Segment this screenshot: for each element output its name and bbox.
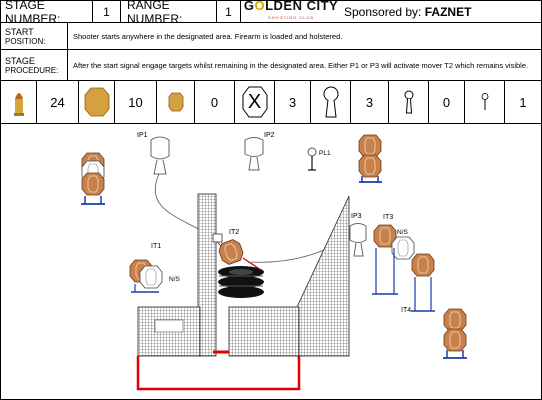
stage-procedure-label: STAGE PROCEDURE: [1,50,68,80]
right-mesh-wall [228,306,300,357]
label-pl1: PL1 [319,150,331,157]
target-group-it3 [372,224,435,312]
mini-paper-count: 0 [195,81,235,123]
mini-poppers-count: 1 [519,94,527,110]
no-shoots-count: 3 [275,81,311,123]
label-it3: IT3 [383,214,393,221]
shooting-area-boundary [136,356,301,391]
mover-track [242,257,262,271]
stage-diagram: IP1 IP2 PL1 IP3 IT2 IT1 N/S IT3 N/S IT4 [81,132,467,391]
header-row: STAGE NUMBER: 1 RANGE NUMBER: 1 GOLDEN C… [1,0,541,26]
procedure-label-line2: PROCEDURE: [5,65,59,75]
procedure-label-line1: STAGE [5,55,35,66]
logo-text-o: O [254,0,266,13]
start-position-label: START POSITION: [1,23,68,49]
stage-procedure-row: STAGE PROCEDURE: After the start signal … [1,50,541,81]
popper-ip3 [349,223,367,257]
target-group-top-right [358,134,382,183]
stage-number-label: STAGE NUMBER: [1,0,93,26]
logo-text-rest: LDEN CITY [265,0,339,13]
label-it4: IT4 [401,307,411,314]
label-ip2: IP2 [264,132,275,139]
range-number-value: 1 [217,1,241,22]
club-logo: GOLDEN CITY SHOOTING CLUB [241,0,341,22]
center-mesh-wall [197,193,217,357]
no-shoot-icon: X [235,81,275,123]
range-number-label: RANGE NUMBER: [121,0,217,26]
rounds-count: 24 [37,81,79,123]
sponsor-label: Sponsored by: [344,4,422,19]
target-group-bottom-right [443,308,467,359]
logo-text-g: G [243,0,255,13]
label-it1: IT1 [151,243,161,250]
label-it2: IT2 [229,229,239,236]
target-group-it1 [129,259,163,293]
start-position-row: START POSITION: Shooter starts anywhere … [1,23,541,50]
start-label-line1: START [5,26,34,37]
logo-subtitle: SHOOTING CLUB [267,14,315,20]
start-label-line2: POSITION: [5,36,46,46]
port-window [154,319,184,333]
large-poppers-count: 3 [351,81,389,123]
counts-row: 24 10 0 X 3 3 0 1 [1,81,541,124]
tyre-stack [218,266,264,298]
mini-paper-target-icon [157,81,195,123]
small-poppers-count: 0 [429,81,465,123]
small-popper-icon [389,81,429,123]
mini-popper-icon [465,81,505,123]
start-position-text: Shooter starts anywhere in the designate… [73,31,343,41]
stage-number-value: 1 [93,1,121,22]
label-ns-it1: N/S [169,276,181,283]
right-angled-mesh-wall [296,195,350,357]
large-popper-icon [311,81,351,123]
stage-procedure-text: After the start signal engage targets wh… [73,60,529,70]
mover-activator-box [212,233,223,243]
label-ip3: IP3 [351,213,362,220]
popper-ip2 [244,137,264,171]
popper-pl1 [307,147,317,171]
sponsor: Sponsored by: FAZNET [341,1,541,22]
popper-ip1 [150,136,170,175]
target-group-top-left [81,152,105,205]
paper-targets-count: 10 [115,81,157,123]
label-ns-it3: N/S [397,229,409,236]
no-shoot-symbol: X [247,90,262,113]
label-ip1: IP1 [137,132,148,139]
bullet-icon [1,81,37,123]
sponsor-value: FAZNET [424,4,472,19]
paper-target-icon [79,81,115,123]
